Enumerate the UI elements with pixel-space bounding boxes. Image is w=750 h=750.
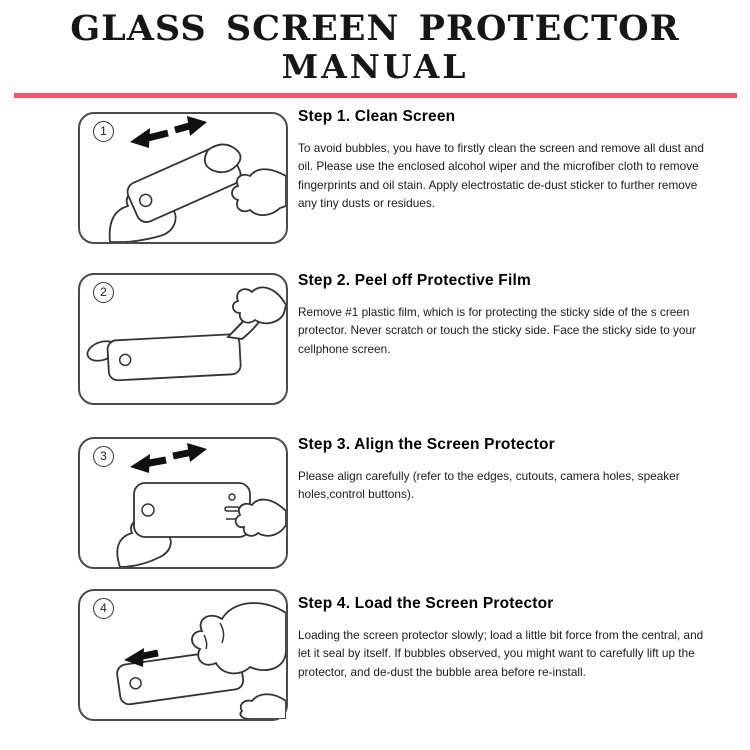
page-title-line1: GLASS SCREEN PROTECTOR xyxy=(70,8,680,49)
step-number-badge: 3 xyxy=(93,446,114,467)
page-title-line2: MANUAL xyxy=(281,46,469,86)
page-title: GLASS SCREEN PROTECTOR MANUAL xyxy=(0,8,750,86)
step-heading: Step 3. Align the Screen Protector xyxy=(298,436,555,453)
step-number-badge: 4 xyxy=(93,598,114,619)
load-protector-illustration xyxy=(116,602,286,719)
step-body: Loading the screen protector slowly; loa… xyxy=(298,628,704,679)
step-4-content: Step 4. Load the Screen Protector Loadin… xyxy=(298,595,718,681)
step-body: Please align carefully (refer to the edg… xyxy=(298,469,680,502)
step-body: Remove #1 plastic film, which is for pro… xyxy=(298,305,696,356)
step-heading: Step 4. Load the Screen Protector xyxy=(298,595,554,612)
step-4-row: 4 Step 4. Load the Screen Protector Load… xyxy=(0,584,750,734)
step-1-illustration-box: 1 xyxy=(78,112,288,244)
step-2-illustration-box: 2 xyxy=(78,273,288,405)
step-2-content: Step 2. Peel off Protective Film Remove … xyxy=(298,272,718,358)
clean-screen-illustration xyxy=(108,116,286,242)
step-number-badge: 1 xyxy=(93,121,114,142)
step-body: To avoid bubbles, you have to firstly cl… xyxy=(298,141,704,210)
step-1-row: 1 Step 1. Clean Screen To avoid bubbles,… xyxy=(0,107,750,257)
peel-film-illustration xyxy=(86,286,286,382)
step-2-row: 2 Step 2. Peel off Protective Film Remov… xyxy=(0,268,750,418)
step-3-content: Step 3. Align the Screen Protector Pleas… xyxy=(298,436,718,504)
step-heading: Step 2. Peel off Protective Film xyxy=(298,272,531,289)
step-heading: Step 1. Clean Screen xyxy=(298,108,456,125)
step-3-row: 3 Step 3. Align the Screen Protector Ple… xyxy=(0,432,750,582)
align-protector-illustration xyxy=(116,443,286,567)
step-1-content: Step 1. Clean Screen To avoid bubbles, y… xyxy=(298,108,718,212)
step-3-illustration-box: 3 xyxy=(78,437,288,569)
step-number-badge: 2 xyxy=(93,282,114,303)
title-divider xyxy=(14,93,737,98)
step-4-illustration-box: 4 xyxy=(78,589,288,721)
